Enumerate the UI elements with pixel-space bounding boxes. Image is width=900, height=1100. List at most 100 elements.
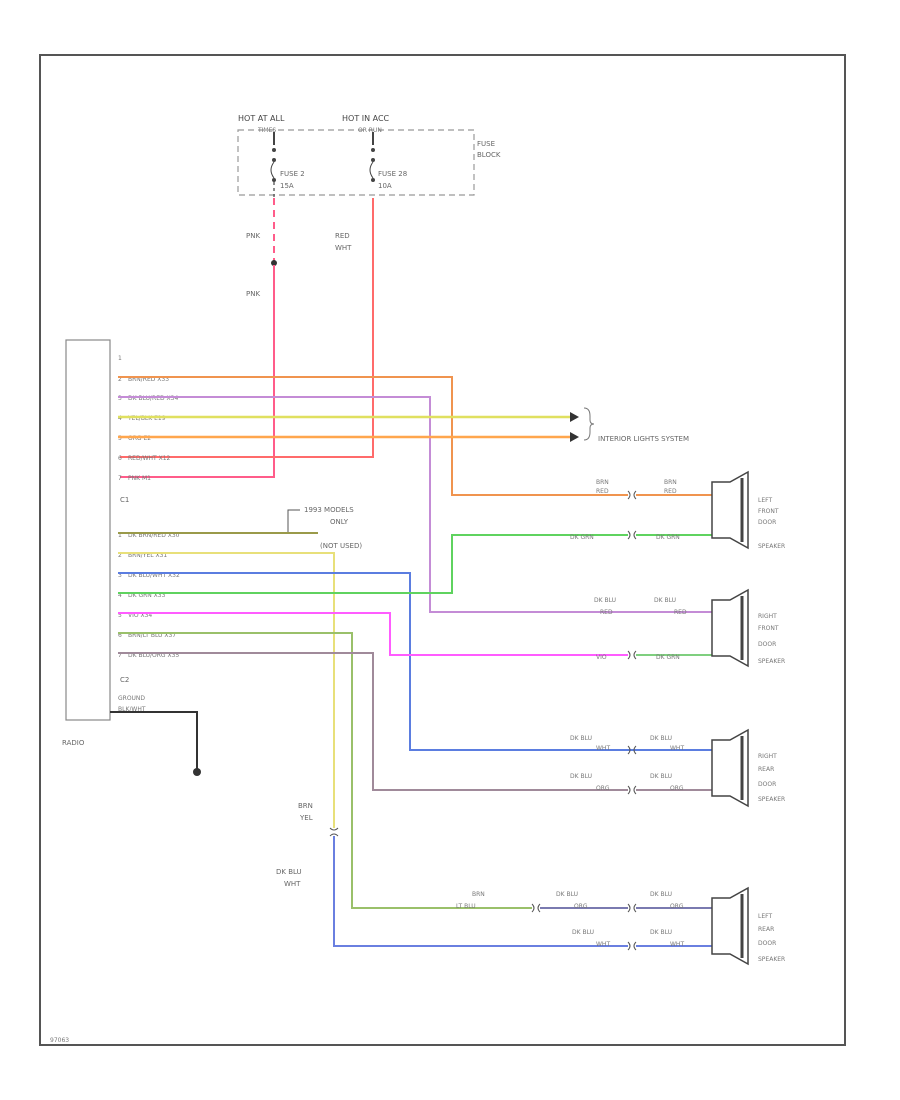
lr-wire-e1: DK BLU bbox=[650, 929, 672, 936]
svg-text:SPEAKER: SPEAKER bbox=[758, 543, 785, 550]
svg-text:REAR: REAR bbox=[758, 766, 774, 773]
c1-pin-3-wire: DK BLU/RED X34 bbox=[128, 395, 178, 402]
c2-pin-5-wire: VIO X34 bbox=[128, 612, 152, 619]
dk-blu-wht-label: DK BLU bbox=[276, 868, 302, 876]
c2-pin-5: 5 bbox=[118, 612, 122, 619]
c1-pin-2-wire: BRN/RED X33 bbox=[128, 376, 169, 383]
c2-pin-2: 2 bbox=[118, 552, 122, 559]
svg-text:SPEAKER: SPEAKER bbox=[758, 956, 785, 963]
ground-label: GROUND bbox=[118, 695, 145, 702]
fuse-2-label: FUSE 2 bbox=[280, 170, 305, 178]
hot-at-all-label-2: TIMES bbox=[257, 127, 276, 134]
feed-wires: PNK PNK RED WHT bbox=[120, 198, 374, 478]
rf-wire-b1: DK BLU bbox=[654, 597, 676, 604]
c1-wires: INTERIOR LIGHTS SYSTEM bbox=[118, 376, 712, 613]
c1-pin-6-wire: RED/WHT X12 bbox=[128, 455, 171, 462]
c1-pin-4-wire: YEL/BLK E19 bbox=[127, 415, 166, 422]
rr-wire-b1: DK BLU bbox=[650, 735, 672, 742]
fuse-block-label: FUSE bbox=[477, 140, 495, 148]
lr-wire-b2: ORG bbox=[574, 903, 588, 910]
rr-wire-c1: DK BLU bbox=[570, 773, 592, 780]
brn-yel-label: BRN bbox=[298, 802, 313, 810]
c1-pin-4: 4 bbox=[118, 415, 122, 422]
lf-wire-b1: BRN bbox=[664, 479, 677, 486]
models-note-label-2: ONLY bbox=[330, 518, 349, 526]
lf-wire-a2: RED bbox=[596, 488, 609, 495]
brn-yel-label-2: YEL bbox=[299, 814, 313, 822]
fuse-28-label: FUSE 28 bbox=[378, 170, 407, 178]
footer-code: 97063 bbox=[50, 1037, 69, 1044]
svg-text:FRONT: FRONT bbox=[758, 625, 779, 632]
c2-pins: 1 DK BRN/RED X30 2 BRN/YEL X31 3 DK BLU/… bbox=[118, 532, 180, 659]
c2-pin-6-wire: BRN/LT BLU X37 bbox=[128, 632, 176, 639]
lr-wire-d2: WHT bbox=[596, 941, 610, 948]
c1-pin-7-wire: PNK M1 bbox=[128, 475, 151, 482]
lr-wire-c1: DK BLU bbox=[650, 891, 672, 898]
lr-wire-a2: LT BLU bbox=[456, 903, 476, 910]
pnk-label-bottom: PNK bbox=[246, 290, 260, 298]
c2-pin-2-wire: BRN/YEL X31 bbox=[128, 552, 167, 559]
c2-pin-4-wire: DK GRN X33 bbox=[128, 592, 166, 599]
models-note-label: 1993 MODELS bbox=[304, 506, 354, 514]
rr-wire-c2: ORG bbox=[596, 785, 610, 792]
lr-wire-a1: BRN bbox=[472, 891, 485, 898]
interior-lights-label: INTERIOR LIGHTS SYSTEM bbox=[598, 435, 689, 443]
speaker-left-front: LEFT FRONT DOOR SPEAKER bbox=[711, 470, 785, 550]
c2-pin-1-wire: DK BRN/RED X30 bbox=[128, 532, 180, 539]
rf-wire-a2: RED bbox=[600, 609, 613, 616]
c2-wires: BRN YEL DK BLU WHT bbox=[118, 532, 712, 947]
lr-wire-e2: WHT bbox=[670, 941, 684, 948]
pnk-label-top: PNK bbox=[246, 232, 260, 240]
svg-text:REAR: REAR bbox=[758, 926, 774, 933]
c1-pins: 1 2 BRN/RED X33 3 DK BLU/RED X34 4 YEL/B… bbox=[118, 355, 178, 482]
svg-text:RIGHT: RIGHT bbox=[758, 753, 777, 760]
svg-text:DOOR: DOOR bbox=[758, 641, 776, 648]
rr-wire-a2: WHT bbox=[596, 745, 610, 752]
speaker-left-rear: LEFT REAR DOOR SPEAKER bbox=[711, 886, 785, 966]
c2-pin-6: 6 bbox=[118, 632, 122, 639]
c1-pin-5-wire: ORG E2 bbox=[128, 435, 151, 442]
rf-wire-a1: DK BLU bbox=[594, 597, 616, 604]
rf-wire-d: DK GRN bbox=[656, 654, 680, 661]
c1-pin-7: 7 bbox=[118, 475, 122, 482]
rr-wire-b2: WHT bbox=[670, 745, 684, 752]
connector-c2-label: C2 bbox=[120, 676, 129, 684]
hot-in-acc-label-2: OR RUN bbox=[358, 127, 382, 134]
lr-wire-c2: ORG bbox=[670, 903, 684, 910]
c1-pin-5: 5 bbox=[118, 435, 122, 442]
lr-wire-d1: DK BLU bbox=[572, 929, 594, 936]
radio-unit: RADIO C1 C2 GROUND BLK/WHT bbox=[62, 339, 201, 776]
fuse-2-amp: 15A bbox=[280, 182, 294, 190]
svg-text:FRONT: FRONT bbox=[758, 508, 779, 515]
ground-wire-label: BLK/WHT bbox=[118, 706, 146, 713]
c2-pin-3-wire: DK BLU/WHT X32 bbox=[128, 572, 180, 579]
hot-in-acc-label: HOT IN ACC bbox=[342, 114, 390, 123]
c2-pin-4: 4 bbox=[118, 592, 122, 599]
svg-text:DOOR: DOOR bbox=[758, 781, 776, 788]
c1-pin-3: 3 bbox=[118, 395, 122, 402]
svg-text:LEFT: LEFT bbox=[758, 497, 772, 504]
svg-text:RIGHT: RIGHT bbox=[758, 613, 777, 620]
speaker-wire-labels: BRN RED BRN RED DK GRN DK GRN DK BLU RED… bbox=[456, 479, 687, 948]
speaker-right-front: RIGHT FRONT DOOR SPEAKER bbox=[711, 588, 785, 668]
connector-symbols bbox=[329, 490, 637, 951]
lf-wire-b2: RED bbox=[664, 488, 677, 495]
rf-wire-b2: RED bbox=[674, 609, 687, 616]
radio-label: RADIO bbox=[62, 739, 85, 747]
speaker-right-rear: RIGHT REAR DOOR SPEAKER bbox=[711, 728, 785, 808]
c1-pin-2: 2 bbox=[118, 376, 122, 383]
c2-pin-3: 3 bbox=[118, 572, 122, 579]
models-note: 1993 MODELS ONLY (NOT USED) bbox=[287, 506, 362, 550]
ground-symbol bbox=[193, 768, 201, 776]
not-used-label: (NOT USED) bbox=[320, 542, 362, 550]
rf-wire-c: VIO bbox=[596, 654, 607, 661]
lf-wire-d: DK GRN bbox=[656, 534, 680, 541]
dk-blu-wht-label-2: WHT bbox=[284, 880, 301, 888]
lr-wire-b1: DK BLU bbox=[556, 891, 578, 898]
red-wht-label-2: WHT bbox=[335, 244, 352, 252]
lf-wire-a1: BRN bbox=[596, 479, 609, 486]
svg-text:SPEAKER: SPEAKER bbox=[758, 658, 785, 665]
c2-pin-1: 1 bbox=[118, 532, 122, 539]
rr-wire-d1: DK BLU bbox=[650, 773, 672, 780]
